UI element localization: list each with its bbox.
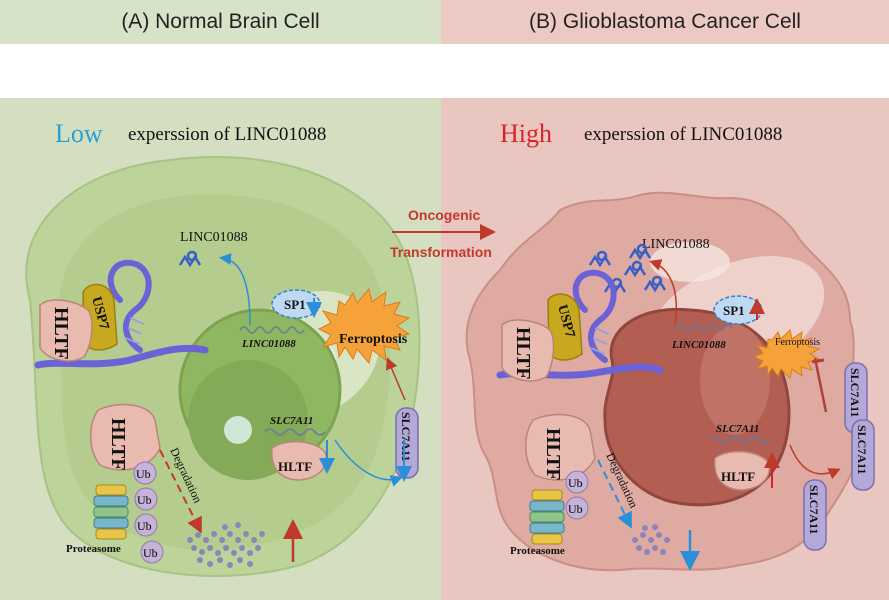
expression-label-left: experssion of LINC01088 (128, 124, 326, 145)
sp1-bubble-left: SP1 (271, 289, 322, 319)
high-label: High (500, 119, 552, 148)
export-arrow-left (219, 253, 251, 326)
svg-text:Ub: Ub (137, 493, 152, 507)
slc-gene-label-right: SLC7A11 (716, 423, 759, 435)
svg-text:HLTF: HLTF (107, 418, 129, 471)
proteasome-label-left: Proteasome (66, 543, 121, 555)
svg-text:Ub: Ub (568, 502, 583, 516)
export-arrow-right (649, 259, 677, 326)
svg-text:SP1: SP1 (723, 303, 745, 318)
ferroptosis-burst-right: Ferroptosis (752, 329, 821, 379)
svg-text:Ub: Ub (137, 519, 152, 533)
svg-text:HLTF: HLTF (542, 428, 564, 481)
linc-gene-label-right: LINC01088 (671, 339, 726, 351)
peptide-fragments-left (187, 522, 265, 568)
ubiquitin-chain-left: Ub Ub Ub Ub (133, 461, 164, 564)
low-label: Low (55, 119, 103, 148)
slc7a11-transporter-right-1: SLC7A11 (844, 362, 868, 434)
inhibit-ferroptosis-arrow-left (385, 357, 406, 401)
proteasome-icon-right (529, 489, 565, 545)
svg-text:SLC7A11: SLC7A11 (399, 412, 413, 461)
linc-label-left: LINC01088 (180, 230, 248, 245)
panel-b-title: (B) Glioblastoma Cancer Cell (441, 0, 889, 44)
hltf-nuclear-left: HLTF (271, 440, 327, 481)
expression-label-right: experssion of LINC01088 (584, 124, 782, 145)
degradation-arrow-left (159, 449, 202, 534)
ferroptosis-burst-left: Ferroptosis (317, 287, 411, 365)
svg-text:SLC7A11: SLC7A11 (855, 425, 869, 474)
hltf-cytoplasm-left: HLTF (90, 403, 161, 471)
peptide-fragments-right (632, 524, 670, 555)
slc-gene-label-left: SLC7A11 (270, 415, 313, 427)
transition-line2: Transformation (390, 244, 492, 260)
inhibition-line-right (813, 357, 828, 413)
svg-text:HLTF: HLTF (721, 469, 755, 484)
svg-text:HLTF: HLTF (50, 307, 72, 360)
linc-gene-dna-right (675, 324, 733, 332)
linc-gene-label-left: LINC01088 (241, 338, 296, 350)
slc7a11-transporter-left: SLC7A11 (395, 407, 419, 482)
hltf-usp7-complex-left: USP7 HLTF (34, 259, 209, 369)
panel-a-title: (A) Normal Brain Cell (0, 0, 441, 44)
svg-text:Ferroptosis: Ferroptosis (775, 337, 820, 348)
ubiquitin-chain-right: Ub Ub (565, 470, 589, 520)
transition-line1: Oncogenic (408, 207, 481, 223)
slc-transport-arrow-right (789, 444, 841, 480)
svg-text:HLTF: HLTF (278, 459, 312, 474)
sp1-bubble-right: SP1 (713, 295, 765, 325)
linc-label-right: LINC01088 (642, 237, 710, 252)
hltf-nuclear-right: HLTF (714, 450, 770, 491)
slc-transport-arrow-left (334, 439, 403, 487)
proteasome-label-right: Proteasome (510, 545, 565, 557)
linc-gene-dna-left (239, 326, 305, 334)
lncrna-icon (178, 250, 202, 268)
svg-text:Ferroptosis: Ferroptosis (339, 332, 408, 347)
svg-text:SLC7A11: SLC7A11 (807, 485, 821, 534)
svg-text:Ub: Ub (143, 546, 158, 560)
svg-text:HLTF: HLTF (512, 327, 534, 380)
svg-text:Ub: Ub (136, 467, 151, 481)
slc-gene-dna-right (709, 436, 771, 444)
hltf-cytoplasm-right: HLTF (525, 413, 596, 481)
spacer (0, 44, 889, 98)
svg-text:SP1: SP1 (284, 297, 306, 312)
slc-gene-dna-left (264, 428, 326, 436)
hltf-usp7-complex-right: USP7 HLTF (496, 269, 664, 382)
slc7a11-transporter-right-2: SLC7A11 (851, 419, 875, 491)
proteasome-icon-left (93, 484, 129, 540)
slc7a11-transporter-right-3: SLC7A11 (803, 479, 827, 551)
svg-text:SLC7A11: SLC7A11 (848, 368, 862, 417)
svg-text:Ub: Ub (568, 476, 583, 490)
inhibition-bar-right (811, 358, 825, 364)
